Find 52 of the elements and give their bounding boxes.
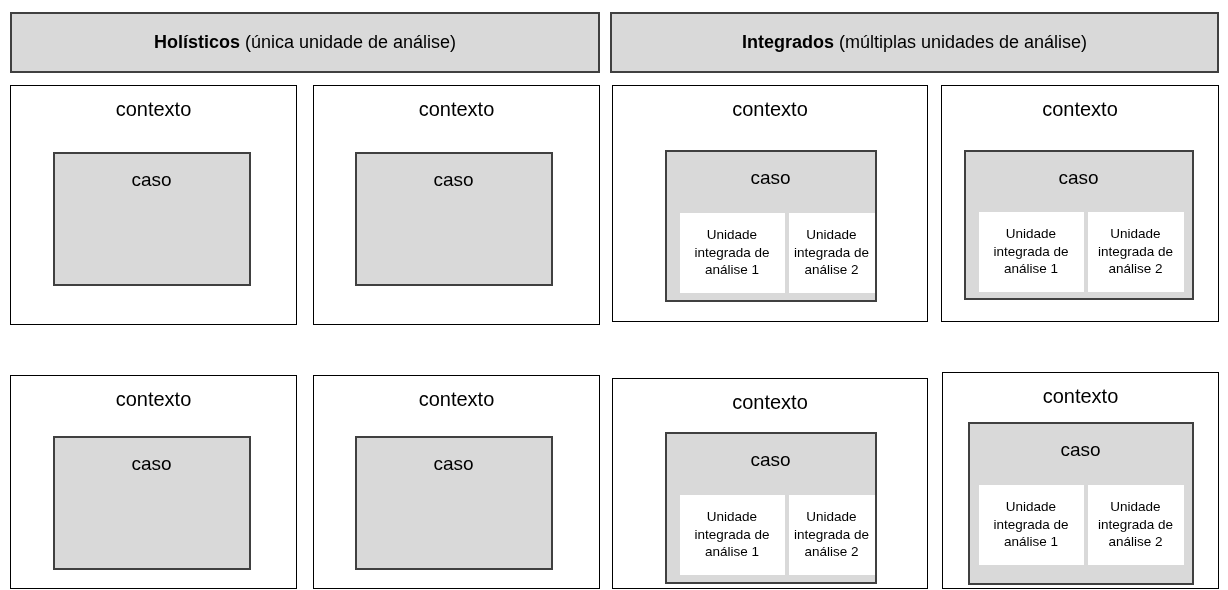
case-label: caso — [131, 167, 172, 192]
unit-label: Unidade integrada de análise 1 — [992, 225, 1070, 278]
case-label: caso — [1060, 437, 1101, 462]
context-box — [942, 372, 1219, 589]
unit-box — [978, 484, 1084, 565]
case-label: caso — [750, 447, 791, 472]
case-box — [354, 435, 553, 570]
case-box — [963, 149, 1194, 300]
case-box — [664, 149, 877, 302]
context-label: contexto — [732, 97, 808, 122]
context-label: contexto — [1042, 97, 1118, 122]
case-box — [354, 151, 553, 286]
unit-box — [788, 212, 875, 293]
context-label: contexto — [115, 97, 192, 122]
case-label: caso — [1058, 165, 1099, 190]
case-label: caso — [750, 165, 791, 190]
unit-box — [1087, 484, 1184, 565]
unit-label: Unidade integrada de análise 2 — [1096, 498, 1175, 551]
header-bar — [610, 12, 1219, 73]
unit-label: Unidade integrada de análise 1 — [992, 498, 1070, 551]
context-box — [612, 85, 928, 322]
context-label: contexto — [732, 390, 808, 415]
context-box — [612, 378, 928, 589]
unit-box — [978, 211, 1084, 292]
context-label: contexto — [418, 387, 495, 412]
case-box — [52, 151, 251, 286]
unit-label: Unidade integrada de análise 2 — [1096, 225, 1175, 278]
context-box — [313, 85, 600, 325]
case-label: caso — [433, 167, 474, 192]
unit-label: Unidade integrada de análise 1 — [693, 508, 771, 561]
unit-label: Unidade integrada de análise 2 — [792, 508, 871, 561]
case-box — [967, 421, 1194, 585]
unit-box — [679, 212, 785, 293]
context-box — [313, 375, 600, 589]
case-label: caso — [433, 451, 474, 476]
case-label: caso — [131, 451, 172, 476]
case-box — [664, 431, 877, 584]
header-title: Holísticos (única unidade de análise) — [153, 31, 457, 54]
case-box — [52, 435, 251, 570]
unit-label: Unidade integrada de análise 2 — [792, 226, 871, 279]
context-label: contexto — [1042, 384, 1119, 409]
unit-box — [788, 494, 875, 575]
context-box — [10, 85, 297, 325]
context-label: contexto — [418, 97, 495, 122]
header-bar — [10, 12, 600, 73]
unit-box — [679, 494, 785, 575]
unit-label: Unidade integrada de análise 1 — [693, 226, 771, 279]
context-box — [10, 375, 297, 589]
context-label: contexto — [115, 387, 192, 412]
header-title: Integrados (múltiplas unidades de análise) — [741, 31, 1088, 54]
context-box — [941, 85, 1219, 322]
unit-box — [1087, 211, 1184, 292]
